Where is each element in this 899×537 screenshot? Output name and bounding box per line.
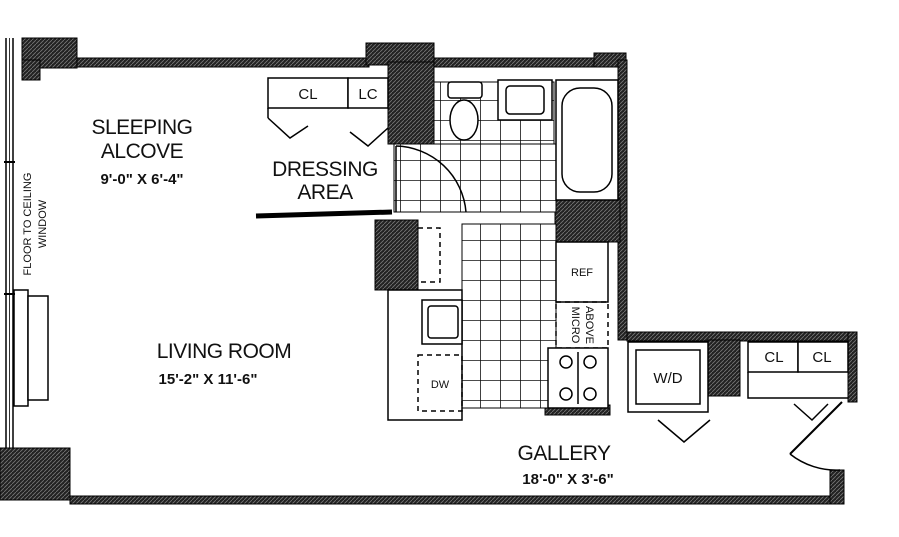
kitchen-tile-floor (461, 223, 557, 409)
living-room-label: LIVING ROOM (157, 340, 292, 363)
micro-above-label-2: ABOVE (583, 306, 595, 344)
dressing-area-label-2: AREA (297, 181, 353, 204)
micro-above-label: MICRO (569, 307, 581, 344)
alcove-partition (255, 209, 393, 219)
gallery-closet-label-1: CL (764, 349, 783, 366)
refrigerator-label: REF (571, 267, 593, 279)
dishwasher-label: DW (431, 379, 450, 391)
sleeping-alcove-dims: 9'-0" X 6'-4" (100, 171, 183, 188)
window-label: FLOOR TO CEILING (22, 173, 34, 276)
gallery-closet-label-2: CL (812, 349, 831, 366)
linen-closet-label: LC (358, 86, 377, 103)
living-room-dims: 15'-2" X 11'-6" (159, 371, 258, 388)
dressing-closets (267, 77, 389, 147)
gallery-fixtures (627, 341, 849, 471)
gallery-label: GALLERY (518, 442, 611, 465)
window-label-2: WINDOW (37, 199, 49, 248)
gallery-dims: 18'-0" X 3'-6" (522, 471, 613, 488)
kitchen-counters (387, 227, 609, 421)
sleeping-alcove-label: SLEEPING (91, 116, 192, 139)
sleeping-alcove-label-2: ALCOVE (101, 140, 184, 163)
dressing-area-label: DRESSING (272, 158, 378, 181)
labels: SLEEPING ALCOVE 9'-0" X 6'-4" DRESSING A… (22, 86, 832, 488)
washer-dryer-label: W/D (653, 370, 682, 387)
bathroom-fixtures (395, 79, 619, 213)
closet-label: CL (298, 86, 317, 103)
exterior-walls (0, 37, 858, 505)
bathroom-tile-floor (393, 143, 557, 213)
window-wall (4, 38, 49, 448)
